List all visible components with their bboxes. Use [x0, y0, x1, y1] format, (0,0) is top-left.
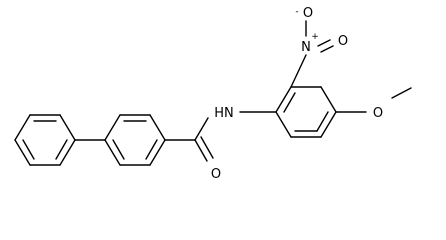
nitro-oxygen-right-label: O	[338, 34, 348, 49]
carbonyl-double-bond	[194, 139, 208, 162]
bond	[14, 139, 31, 166]
nitro-oxygen-top-label: O	[303, 6, 313, 21]
bond	[149, 139, 166, 166]
bond	[275, 86, 292, 113]
phenylene-ring-central	[104, 114, 166, 166]
nitro-oxygen-charge-label: -	[295, 7, 298, 17]
carbonyl-double-bond	[200, 136, 214, 159]
carbonyl-oxygen-label: O	[211, 167, 221, 182]
anisole-ring	[275, 86, 337, 138]
chemical-structure: O - N + O HN O O	[14, 6, 412, 182]
nitro-nitrogen-label: N	[301, 40, 311, 55]
bond	[59, 139, 76, 166]
bond	[320, 111, 337, 138]
nitro-nitrogen-charge-label: +	[311, 32, 319, 42]
bond	[104, 114, 121, 141]
bond	[149, 114, 166, 141]
nitro-n-o-double	[317, 39, 331, 47]
nitro-n-o-double	[320, 45, 334, 53]
nitro-c-n-bond	[290, 54, 307, 88]
double-bond-inner	[283, 92, 296, 113]
o-methyl-bond	[391, 87, 412, 99]
bond	[320, 86, 337, 113]
bond	[59, 114, 76, 141]
bond	[14, 114, 31, 141]
double-bond-inner	[55, 139, 68, 160]
methoxy-oxygen-label: O	[373, 106, 383, 121]
double-bond-inner	[145, 139, 158, 160]
phenyl-ring-terminal	[14, 114, 76, 166]
bond	[275, 111, 292, 138]
amide-nh-label: HN	[214, 106, 234, 121]
double-bond-inner	[112, 139, 125, 160]
amide-c-n-bond	[194, 117, 209, 141]
bond	[104, 139, 121, 166]
double-bond-inner	[316, 111, 329, 132]
double-bond-inner	[22, 139, 35, 160]
